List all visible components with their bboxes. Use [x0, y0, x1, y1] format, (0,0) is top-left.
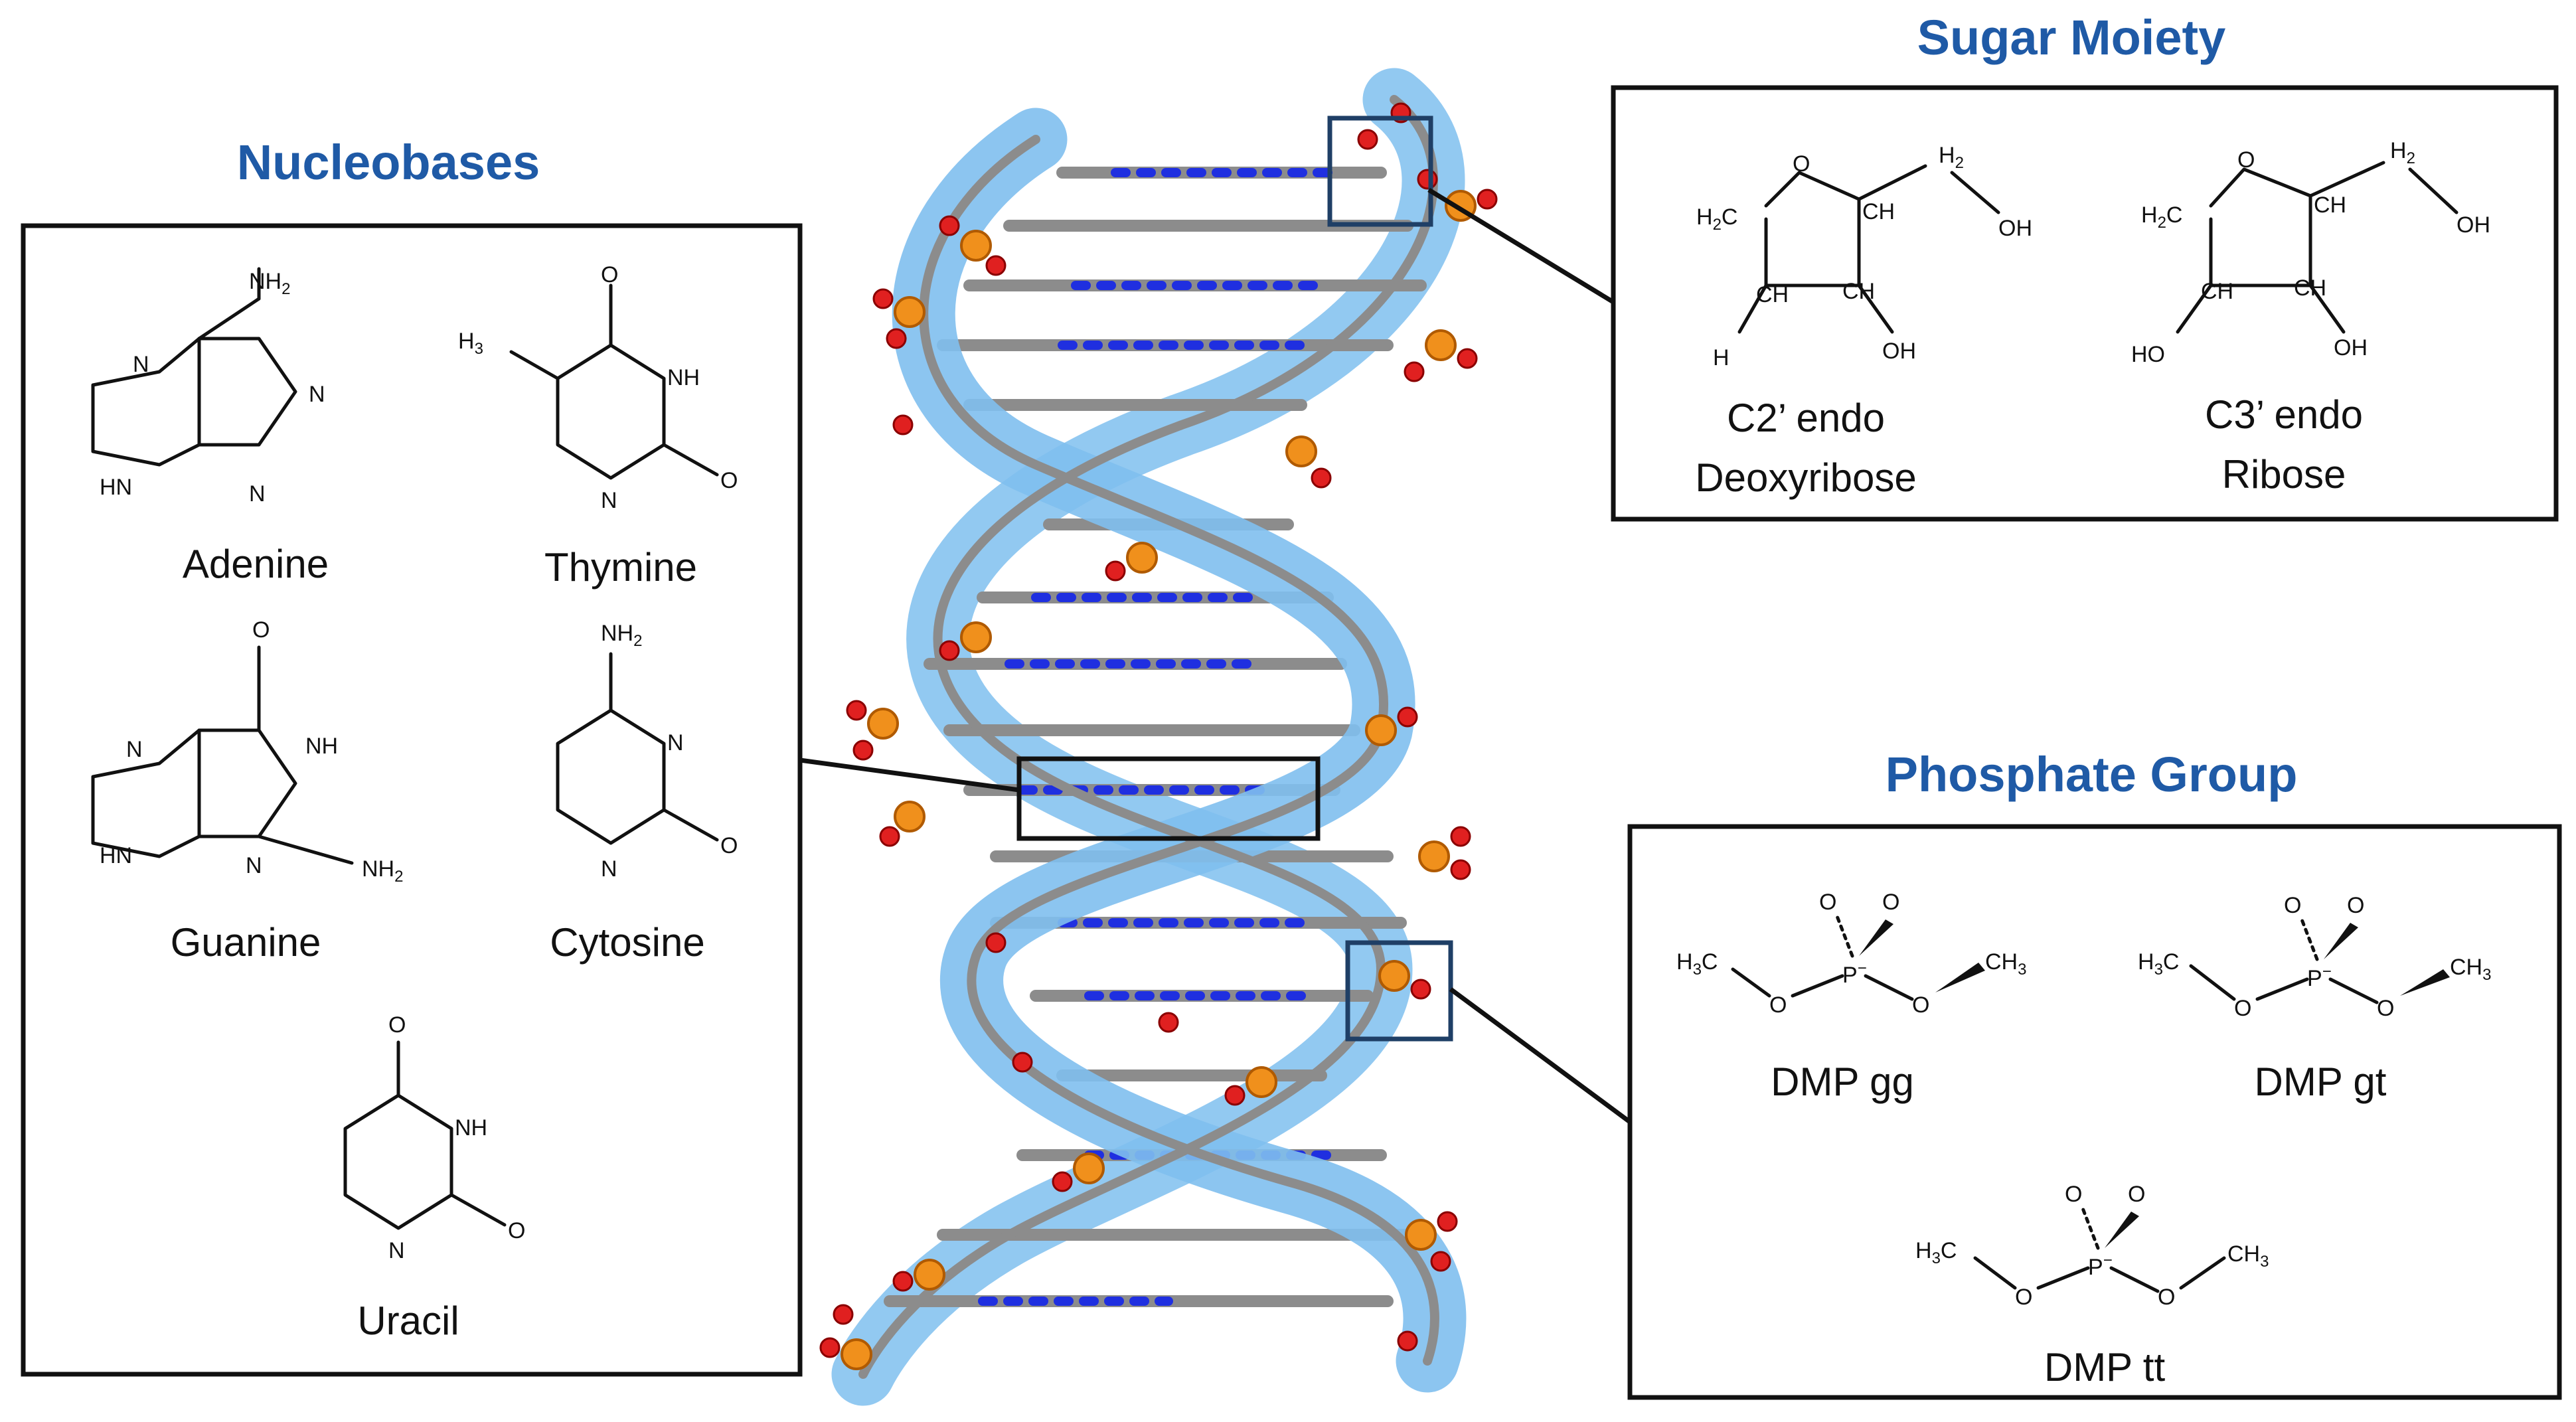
nucleobases-panel — [21, 223, 803, 1377]
guanine-nh2-label: NH2 — [362, 856, 403, 886]
adenine-structure: NH2 N N N HN Adenine — [91, 267, 329, 586]
adenine-n1-label: N — [309, 382, 325, 407]
guanine-structure: O N NH HN N NH2 Guanine — [91, 617, 403, 965]
uracil-structure: O NH O N Uracil — [343, 1012, 525, 1343]
adenine-n3-label: N — [133, 352, 149, 377]
dmp-tt-ch3-label: CH3 — [2227, 1241, 2269, 1271]
guanine-o-label: O — [252, 617, 270, 643]
deoxyribose-caption-line2: Deoxyribose — [1695, 455, 1917, 500]
cytosine-nh2-label: NH2 — [601, 621, 642, 650]
dmp-gg-o1-label: O — [1769, 992, 1787, 1018]
thymine-o1-label: O — [601, 262, 618, 287]
dmp-gt-o3-label: O — [2284, 893, 2301, 918]
deoxyribose-h2c-label: H2C — [1696, 204, 1737, 234]
ribose-caption-line1: C3’ endo — [2205, 392, 2363, 437]
deoxyribose-h-label: H — [1713, 345, 1730, 370]
dmp-tt-o2-label: O — [2158, 1285, 2175, 1310]
cytosine-n1-label: N — [667, 730, 684, 755]
ribose-caption-line2: Ribose — [2222, 452, 2346, 497]
adenine-caption: Adenine — [183, 542, 329, 586]
deoxyribose-ch2-label: CH — [1756, 282, 1789, 307]
dmp-gt-caption: DMP gt — [2255, 1060, 2387, 1104]
cytosine-caption: Cytosine — [550, 920, 704, 965]
thymine-n-label: N — [601, 488, 617, 513]
guanine-hn-label: HN — [100, 843, 132, 868]
dmp-gg-caption: DMP gg — [1771, 1060, 1914, 1104]
phosphate-group-panel — [1627, 824, 2562, 1400]
deoxyribose-ch1-label: CH — [1862, 199, 1895, 224]
adenine-nh2-label: NH2 — [249, 269, 290, 298]
dmp-tt-o4-label: O — [2128, 1182, 2145, 1207]
ribose-structure: O H2C CH H2 OH CH CH HO OH C3’ endo Ribo… — [2131, 138, 2490, 497]
cytosine-n-label: N — [601, 856, 617, 882]
dmp-gg-ch3-label: CH3 — [1985, 949, 2026, 979]
thymine-structure: O H3 NH O N Thymine — [458, 262, 738, 590]
dmp-tt-o3-label: O — [2065, 1182, 2082, 1207]
sugar-leader-line — [1427, 188, 1615, 304]
dmp-gg-o3-label: O — [1819, 890, 1836, 915]
deoxyribose-h2-label: H2 — [1939, 143, 1964, 172]
deoxyribose-ch3-label: CH — [1842, 279, 1875, 304]
dmp-gt-structure: H3C O P− O O O CH3 DMP gt — [2138, 893, 2491, 1104]
ribose-h2c-label: H2C — [2141, 202, 2182, 232]
adenine-hn-label: HN — [100, 475, 132, 500]
deoxyribose-o-label: O — [1793, 151, 1810, 177]
cytosine-structure: NH2 N O N Cytosine — [550, 621, 738, 965]
ribose-ch1-label: CH — [2314, 193, 2346, 218]
dmp-tt-structure: H3C O P− O O O CH3 DMP tt — [1915, 1182, 2269, 1389]
ribose-h2-label: H2 — [2390, 138, 2415, 167]
phosphate-leader-line — [1449, 987, 1632, 1124]
sugar-moiety-title: Sugar Moiety — [1917, 10, 2226, 65]
dmp-gt-o2-label: O — [2377, 996, 2394, 1021]
ribose-oh2-label: OH — [2334, 335, 2368, 360]
thymine-caption: Thymine — [544, 545, 697, 590]
dmp-gt-p-label: P− — [2307, 963, 2332, 991]
thymine-nh1-label: NH — [667, 365, 700, 390]
dmp-gg-h3c-label: H3C — [1676, 949, 1718, 979]
uracil-o2-label: O — [508, 1218, 525, 1243]
nucleobases-title: Nucleobases — [237, 135, 540, 190]
dmp-gt-o1-label: O — [2234, 996, 2251, 1021]
ribose-ch2-label: CH — [2201, 279, 2233, 304]
ribose-ch3-label: CH — [2294, 276, 2326, 301]
nucleobase-highlight-box — [1016, 756, 1321, 841]
guanine-nh-label: NH — [305, 734, 338, 759]
dmp-gg-o2-label: O — [1912, 992, 1929, 1018]
uracil-n-label: N — [388, 1238, 405, 1263]
guanine-n2-label: N — [246, 853, 262, 878]
uracil-caption: Uracil — [357, 1299, 459, 1343]
dmp-tt-o1-label: O — [2015, 1285, 2032, 1310]
thymine-o2-label: O — [720, 468, 738, 493]
dmp-gt-o4-label: O — [2347, 893, 2364, 918]
deoxyribose-oh1-label: OH — [1998, 216, 2032, 241]
dna-double-helix-illustration — [819, 68, 1498, 1406]
dmp-gg-o4-label: O — [1882, 890, 1899, 915]
ribose-o-label: O — [2237, 147, 2255, 173]
dmp-gg-structure: H3C O P− O O O CH3 DMP gg — [1676, 890, 2026, 1104]
adenine-n2-label: N — [249, 481, 266, 507]
deoxyribose-structure: O H2C CH H2 OH CH CH H OH C2’ endo Deoxy… — [1695, 143, 2032, 500]
dmp-gt-h3c-label: H3C — [2138, 949, 2179, 979]
sugar-highlight-box — [1327, 116, 1433, 227]
guanine-n1-label: N — [126, 737, 143, 762]
dmp-gt-ch3-label: CH3 — [2450, 955, 2491, 984]
nucleobase-leader-line — [799, 757, 1020, 793]
deoxyribose-oh2-label: OH — [1882, 339, 1916, 364]
guanine-caption: Guanine — [171, 920, 321, 965]
dmp-gg-p-label: P− — [1842, 959, 1867, 988]
sugar-moiety-panel — [1611, 85, 2559, 522]
dmp-tt-caption: DMP tt — [2044, 1345, 2166, 1389]
dmp-tt-p-label: P− — [2088, 1251, 2113, 1280]
phosphate-group-title: Phosphate Group — [1886, 747, 2298, 802]
uracil-o1-label: O — [388, 1012, 406, 1038]
uracil-nh-label: NH — [455, 1115, 487, 1141]
ribose-oh1-label: OH — [2456, 212, 2490, 238]
thymine-h3c-label: H3 — [458, 329, 483, 358]
dmp-tt-h3c-label: H3C — [1915, 1238, 1957, 1267]
ribose-ho-label: HO — [2131, 342, 2165, 367]
deoxyribose-caption-line1: C2’ endo — [1727, 396, 1885, 440]
cytosine-o-label: O — [720, 833, 738, 858]
